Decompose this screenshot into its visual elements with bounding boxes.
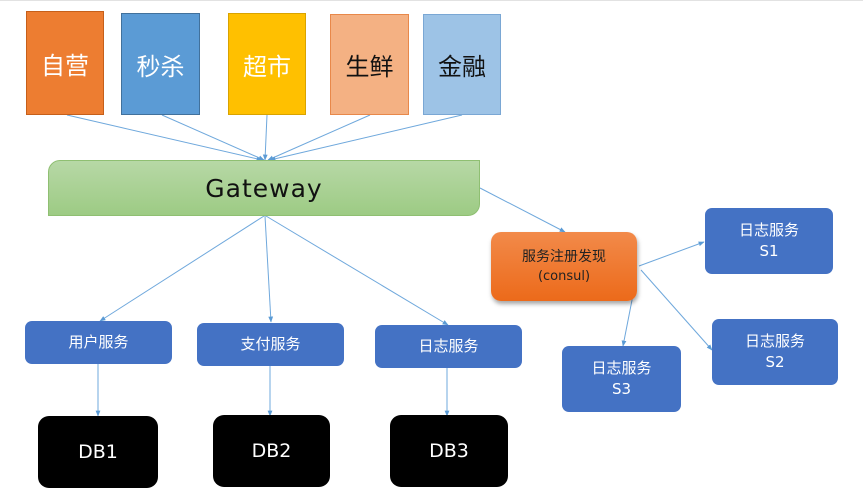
instance-label: 日志服务 <box>591 359 652 377</box>
edge-gateway-pay <box>264 215 274 323</box>
client-label: 生鲜 <box>345 53 394 81</box>
log-instance-s3[interactable]: 日志服务 S3 <box>562 346 681 412</box>
database-label: DB2 <box>251 440 292 462</box>
client-label: 秒杀 <box>136 52 185 81</box>
edge-registry-s1 <box>638 241 705 267</box>
instance-id: S1 <box>759 242 779 260</box>
client-ziying[interactable]: 自营 <box>26 11 104 115</box>
instance-label: 日志服务 <box>738 221 799 239</box>
service-log[interactable]: 日志服务 <box>375 325 522 368</box>
client-chaoshi[interactable]: 超市 <box>228 13 306 115</box>
client-label: 自营 <box>41 51 89 80</box>
instance-id: S2 <box>765 353 785 371</box>
edge-jinrong-gateway <box>269 114 463 162</box>
log-instance-s1[interactable]: 日志服务 S1 <box>705 208 833 274</box>
gateway-label: Gateway <box>205 173 323 203</box>
client-shengxian[interactable]: 生鲜 <box>330 14 409 115</box>
edge-ziying-gateway <box>66 114 263 162</box>
database-db1[interactable]: DB1 <box>38 416 158 488</box>
edge-gateway-registry <box>479 187 566 233</box>
instance-label: 日志服务 <box>744 332 805 350</box>
log-instance-s2[interactable]: 日志服务 S2 <box>712 319 838 385</box>
service-label: 日志服务 <box>418 337 479 355</box>
registry-subtitle: (consul) <box>537 268 591 284</box>
registry-title: 服务注册发现 <box>522 248 606 265</box>
edge-chaoshi-gateway <box>262 114 268 161</box>
client-label: 金融 <box>438 53 486 81</box>
database-label: DB1 <box>78 441 118 463</box>
edge-registry-s2 <box>640 269 713 351</box>
gateway-node[interactable]: Gateway <box>48 160 480 216</box>
edge-registry-s3 <box>621 294 634 347</box>
service-label: 支付服务 <box>240 335 301 353</box>
edge-gateway-user <box>99 215 265 322</box>
edge-miaosha-gateway <box>161 114 265 161</box>
database-db3[interactable]: DB3 <box>390 415 508 487</box>
instance-id: S3 <box>611 380 632 398</box>
service-user[interactable]: 用户服务 <box>25 321 172 364</box>
edge-shengxian-gateway <box>267 114 371 161</box>
edge-gateway-log <box>265 215 449 326</box>
service-registry-node[interactable]: 服务注册发现 (consul) <box>491 232 637 301</box>
service-pay[interactable]: 支付服务 <box>197 323 344 366</box>
client-jinrong[interactable]: 金融 <box>423 14 501 115</box>
top-border <box>0 0 863 1</box>
service-label: 用户服务 <box>68 333 129 351</box>
database-label: DB3 <box>429 440 469 462</box>
client-label: 超市 <box>243 52 291 81</box>
client-miaosha[interactable]: 秒杀 <box>121 13 200 115</box>
database-db2[interactable]: DB2 <box>213 415 330 487</box>
